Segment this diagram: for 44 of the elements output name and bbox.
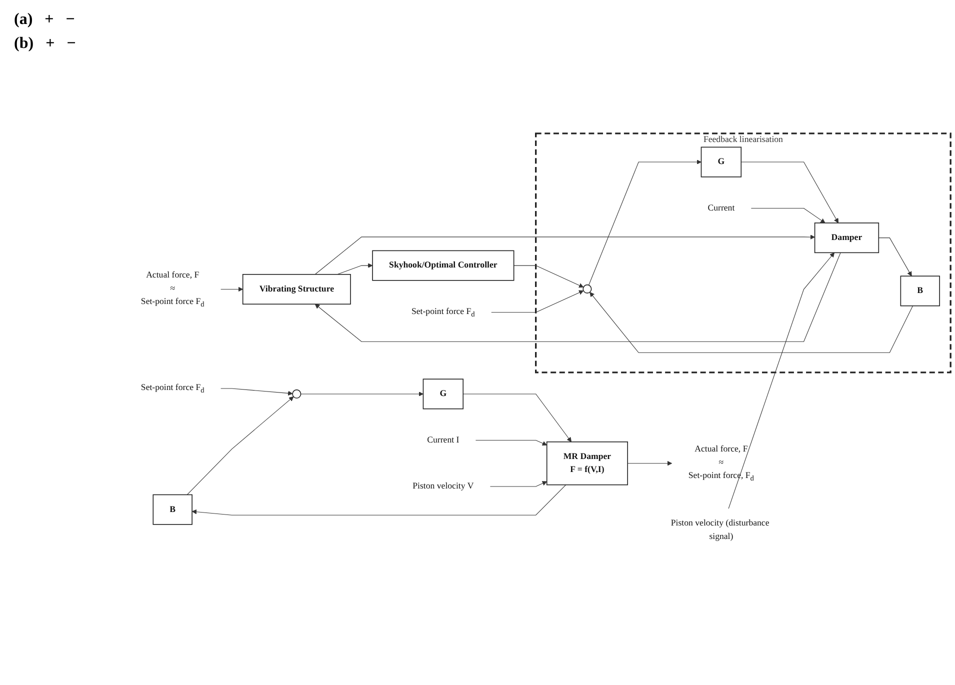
arrow	[192, 484, 566, 516]
node-text: Current I	[427, 435, 460, 445]
arrow	[462, 394, 572, 442]
node-text: Piston velocity V	[412, 482, 474, 491]
node-circle	[292, 389, 302, 399]
arrow	[514, 265, 584, 288]
node-box: G	[422, 378, 464, 410]
node-circle	[582, 284, 592, 294]
arrow	[490, 481, 548, 487]
node-box: B	[152, 494, 192, 525]
arrow	[491, 290, 584, 313]
node-box: MR Damper F = f(V,I)	[546, 442, 628, 486]
node-text: Set-point force F$_{d}$	[140, 382, 204, 394]
arrow	[728, 252, 835, 509]
arrow	[220, 286, 244, 292]
arrow	[220, 388, 293, 396]
arrow	[337, 263, 373, 275]
arrow	[590, 292, 914, 353]
arrow	[300, 392, 424, 396]
node-text: Actual force, F ≈ Set-point force, F$_{d}$	[688, 444, 754, 482]
label-text: (a)	[14, 11, 33, 29]
node-box: G	[700, 146, 742, 178]
arrow	[588, 160, 702, 286]
label-text: +	[44, 11, 54, 29]
arrow	[878, 238, 912, 276]
label-text: −	[66, 35, 76, 53]
node-text: Current	[708, 203, 735, 213]
node-text: Piston velocity (disturbance signal)	[670, 518, 770, 542]
label-text: −	[66, 11, 75, 29]
label-text: (b)	[14, 35, 34, 53]
node-box: Vibrating Structure	[242, 274, 351, 305]
node-box: Damper	[814, 222, 880, 254]
label-text: +	[46, 35, 55, 53]
arrow	[740, 162, 839, 224]
node-text: Set-point force F$_{d}$	[411, 306, 475, 318]
arrow	[475, 440, 548, 446]
node-text: Actual force, F ≈ Set-point force F$_{d}$	[140, 270, 204, 308]
arrow	[627, 460, 672, 466]
arrow	[186, 396, 294, 496]
arrow	[750, 208, 826, 224]
node-box: Skyhook/Optimal Controller	[372, 250, 514, 281]
node-box: B	[900, 276, 940, 306]
arrow	[314, 252, 841, 342]
arrow	[314, 234, 815, 275]
